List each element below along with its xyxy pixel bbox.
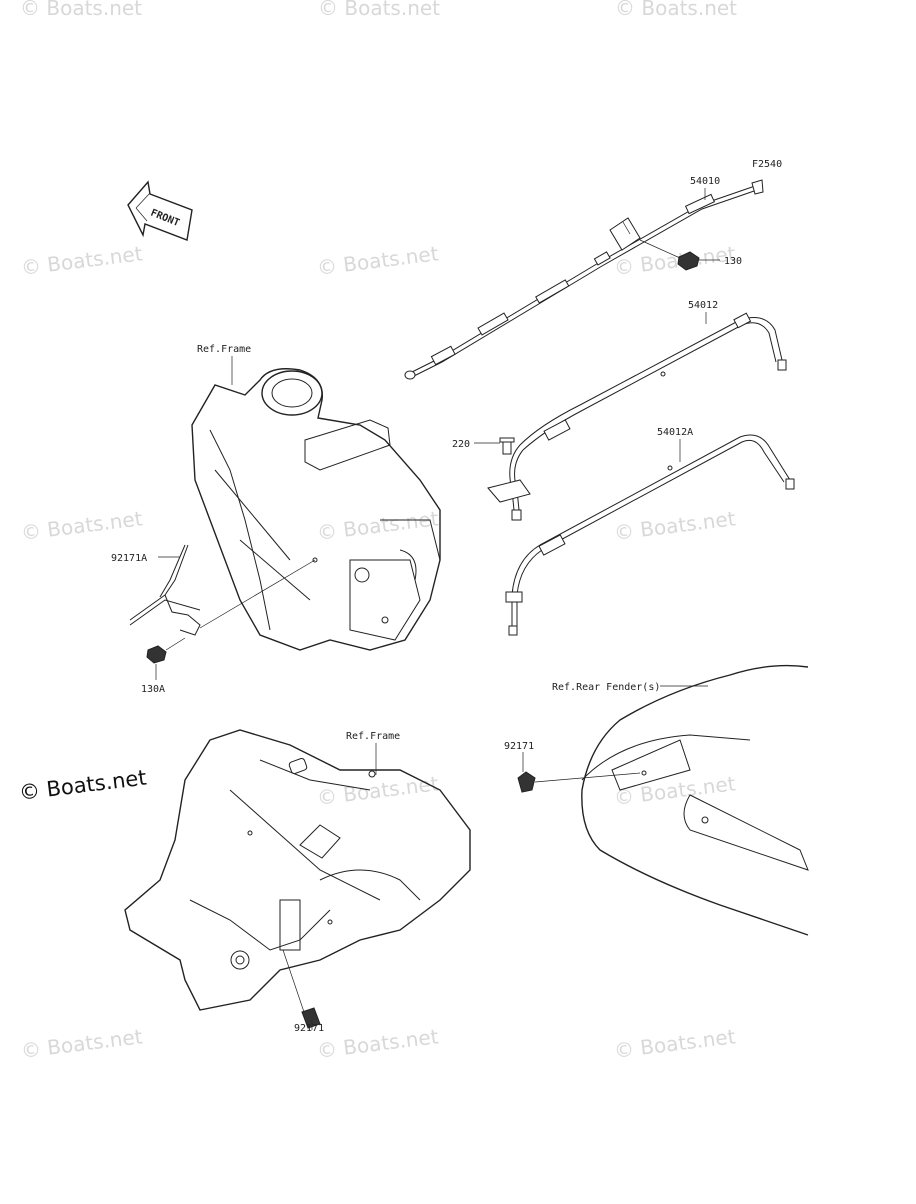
frame-lower-reference: Ref.Frame	[124, 729, 471, 1013]
front-arrow-label: FRONT	[149, 208, 181, 229]
part-92171A-clamp	[129, 544, 201, 636]
part-label-92171A: 92171A	[111, 553, 147, 564]
watermark: © Boats.net	[615, 0, 737, 20]
part-label-92171-upper: 92171	[504, 741, 534, 752]
part-130A-bolt	[146, 637, 186, 680]
part-92171-clip-upper	[517, 752, 641, 793]
part-label-54012: 54012	[688, 300, 718, 311]
part-label-130A: 130A	[141, 684, 165, 695]
watermark: © Boats.net	[613, 1024, 737, 1063]
watermark: © Boats.net	[316, 771, 440, 810]
watermark-prominent: © Boats.net	[18, 766, 148, 805]
watermark: © Boats.net	[20, 241, 144, 280]
watermark: © Boats.net	[20, 1024, 144, 1063]
part-92171-clip-lower	[301, 1007, 321, 1030]
watermark: © Boats.net	[20, 0, 142, 20]
ref-label-rear-fender: Ref.Rear Fender(s)	[552, 682, 660, 693]
frame-upper-reference: Ref.Frame	[191, 344, 441, 651]
watermark: © Boats.net	[316, 1024, 440, 1063]
figure-code: F2540	[752, 159, 782, 170]
watermark: © Boats.net	[613, 241, 737, 280]
part-130-nut	[639, 239, 720, 271]
ref-label-frame-bottom: Ref.Frame	[346, 731, 400, 742]
part-54012A-throttle-cable	[505, 434, 795, 636]
part-label-54010: 54010	[690, 176, 720, 187]
watermark-layer: © Boats.net © Boats.net © Boats.net © Bo…	[18, 0, 737, 1063]
watermark: © Boats.net	[316, 241, 440, 280]
rear-fender-reference: Ref.Rear Fender(s)	[552, 664, 809, 936]
part-54010-choke-cable	[404, 179, 764, 380]
watermark: © Boats.net	[20, 506, 144, 545]
front-direction-arrow-icon: FRONT	[127, 180, 193, 241]
watermark: © Boats.net	[318, 0, 440, 20]
part-54012-throttle-cable	[474, 312, 787, 521]
ref-label-frame-top: Ref.Frame	[197, 344, 251, 355]
watermark: © Boats.net	[316, 506, 440, 545]
part-label-54012A: 54012A	[657, 427, 693, 438]
watermark: © Boats.net	[613, 771, 737, 810]
part-label-130: 130	[724, 256, 742, 267]
part-label-92171-lower: 92171	[294, 1023, 324, 1034]
watermark: © Boats.net	[613, 506, 737, 545]
part-label-220: 220	[452, 439, 470, 450]
